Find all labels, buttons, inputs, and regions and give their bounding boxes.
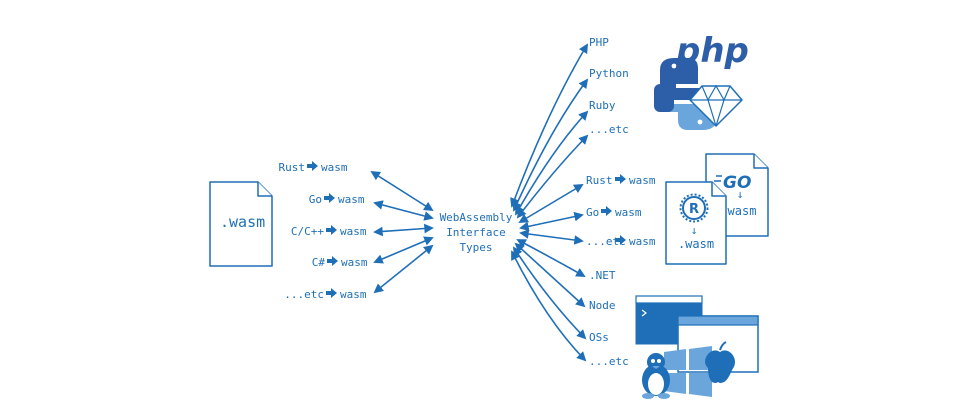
- target-etc-target: wasm: [629, 235, 656, 248]
- right-arrow-icon: [615, 235, 626, 245]
- source-list: Rust wasm Go wasm C/C++ wasm C# wasm ...…: [279, 161, 368, 301]
- lang-python-label: Python: [589, 67, 629, 80]
- wasm-file: .wasm: [209, 181, 273, 267]
- right-arrow-icon: [326, 288, 337, 298]
- source-go: Go wasm: [309, 193, 365, 206]
- arrow-dotnet: [516, 239, 586, 277]
- php-logo-text: php: [675, 31, 749, 71]
- target-go-label: Go: [586, 206, 599, 219]
- down-arrow-icon: ↓: [737, 188, 744, 201]
- platform-dotnet-label: .NET: [589, 269, 616, 282]
- source-csharp-target: wasm: [341, 256, 368, 269]
- source-csharp: C# wasm: [312, 256, 368, 269]
- source-etc: ...etc wasm: [284, 288, 367, 301]
- go-logo-text: GO: [723, 173, 751, 193]
- right-arrow-icon: [326, 225, 337, 235]
- down-arrow-icon: ↓: [691, 224, 698, 237]
- wasm-file-label: .wasm: [220, 213, 265, 231]
- arrow-etc-wasm: [519, 229, 584, 245]
- target-go-target: wasm: [615, 206, 642, 219]
- rust-wasm-document: R ↓ .wasm: [665, 181, 727, 265]
- center-line-1: WebAssembly: [440, 211, 513, 224]
- source-etc-target: wasm: [340, 288, 367, 301]
- source-go-target: wasm: [338, 193, 365, 206]
- lang-php-label: PHP: [589, 36, 609, 49]
- arrow-ruby: [515, 110, 589, 216]
- lang-ruby-label: Ruby: [589, 99, 616, 112]
- platform-node-label: Node: [589, 299, 616, 312]
- arrow-python: [512, 78, 589, 212]
- arrow-c-cpp: [373, 223, 434, 237]
- platform-list: .NET Node OSs ...etc: [589, 269, 629, 368]
- arrow-go-wasm: [519, 211, 584, 232]
- source-rust-label: Rust: [279, 161, 306, 174]
- ruby-gem-icon: [689, 84, 743, 127]
- source-rust: Rust wasm: [279, 161, 348, 174]
- wasm-target-list: Rust wasm Go wasm ...etc wasm: [586, 174, 656, 248]
- arrow-oss: [512, 246, 587, 340]
- right-arrow-icon: [327, 256, 338, 266]
- source-etc-label: ...etc: [284, 288, 324, 301]
- platform-oss-label: OSs: [589, 331, 609, 344]
- lang-etc-label: ...etc: [589, 123, 629, 136]
- platform-etc-label: ...etc: [589, 355, 629, 368]
- apple-logo-icon: [705, 341, 735, 383]
- arrow-csharp: [373, 236, 434, 264]
- rust-logo-glyph: R: [689, 202, 699, 217]
- language-logos: php: [654, 31, 749, 130]
- arrow-node: [514, 242, 586, 308]
- rust-file-label: .wasm: [678, 237, 714, 251]
- target-rust-target: wasm: [629, 174, 656, 187]
- rust-logo-icon: [682, 196, 706, 220]
- linux-tux-icon: [642, 353, 670, 399]
- source-c-cpp-label: C/C++: [291, 225, 324, 238]
- source-rust-target: wasm: [321, 161, 348, 174]
- left-arrows: [370, 170, 434, 294]
- source-go-label: Go: [309, 193, 322, 206]
- arrow-etc: [373, 244, 434, 294]
- arrow-go: [373, 200, 434, 221]
- arrow-platform-etc: [511, 250, 587, 362]
- os-platform-logos: [635, 295, 759, 399]
- source-c-cpp-target: wasm: [340, 225, 367, 238]
- target-go: Go wasm: [586, 206, 642, 219]
- right-arrow-icon: [615, 174, 626, 184]
- target-rust: Rust wasm: [586, 174, 656, 187]
- go-file-label: wasm: [728, 204, 757, 218]
- source-c-cpp: C/C++ wasm: [291, 225, 367, 238]
- center-line-2: Interface: [446, 226, 506, 239]
- target-etc: ...etc wasm: [586, 235, 656, 248]
- center-line-3: Types: [459, 241, 492, 254]
- interface-types-label: WebAssembly Interface Types: [440, 211, 513, 254]
- python-logo-icon: [654, 58, 716, 130]
- wasm-documents: GO ↓ wasm R ↓ .wasm: [665, 153, 769, 265]
- right-arrow-icon: [307, 161, 318, 171]
- language-list: PHP Python Ruby ...etc: [589, 36, 629, 136]
- right-arrows: [510, 43, 589, 362]
- right-arrow-icon: [324, 193, 335, 203]
- source-csharp-label: C#: [312, 256, 326, 269]
- right-arrow-icon: [601, 206, 612, 216]
- arrow-lang-etc: [516, 134, 589, 219]
- target-rust-label: Rust: [586, 174, 613, 187]
